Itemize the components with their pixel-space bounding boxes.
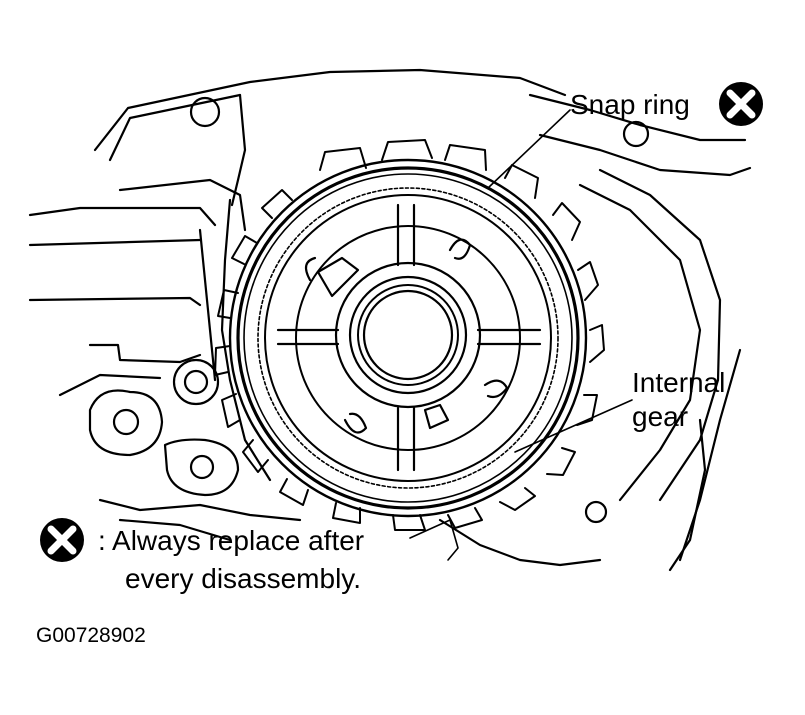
housing-outline xyxy=(28,68,752,572)
hub-spokes xyxy=(276,203,542,472)
x-circle-icon xyxy=(719,82,763,126)
legend-text-line2: every disassembly. xyxy=(125,563,361,594)
clutch-drum xyxy=(228,158,588,518)
clutch-tabs xyxy=(214,139,605,531)
housing-bosses xyxy=(88,96,650,524)
center-hub xyxy=(316,256,482,430)
figure-id: G00728902 xyxy=(36,624,146,647)
leader-lines xyxy=(409,109,633,561)
internal-gear-label-line1: Internal xyxy=(632,367,725,398)
snap-ring-label: Snap ring xyxy=(570,89,690,120)
internal-gear-label-line2: gear xyxy=(632,401,688,432)
x-circle-icon xyxy=(40,518,84,562)
legend-text-line1: : Always replace after xyxy=(98,525,364,556)
